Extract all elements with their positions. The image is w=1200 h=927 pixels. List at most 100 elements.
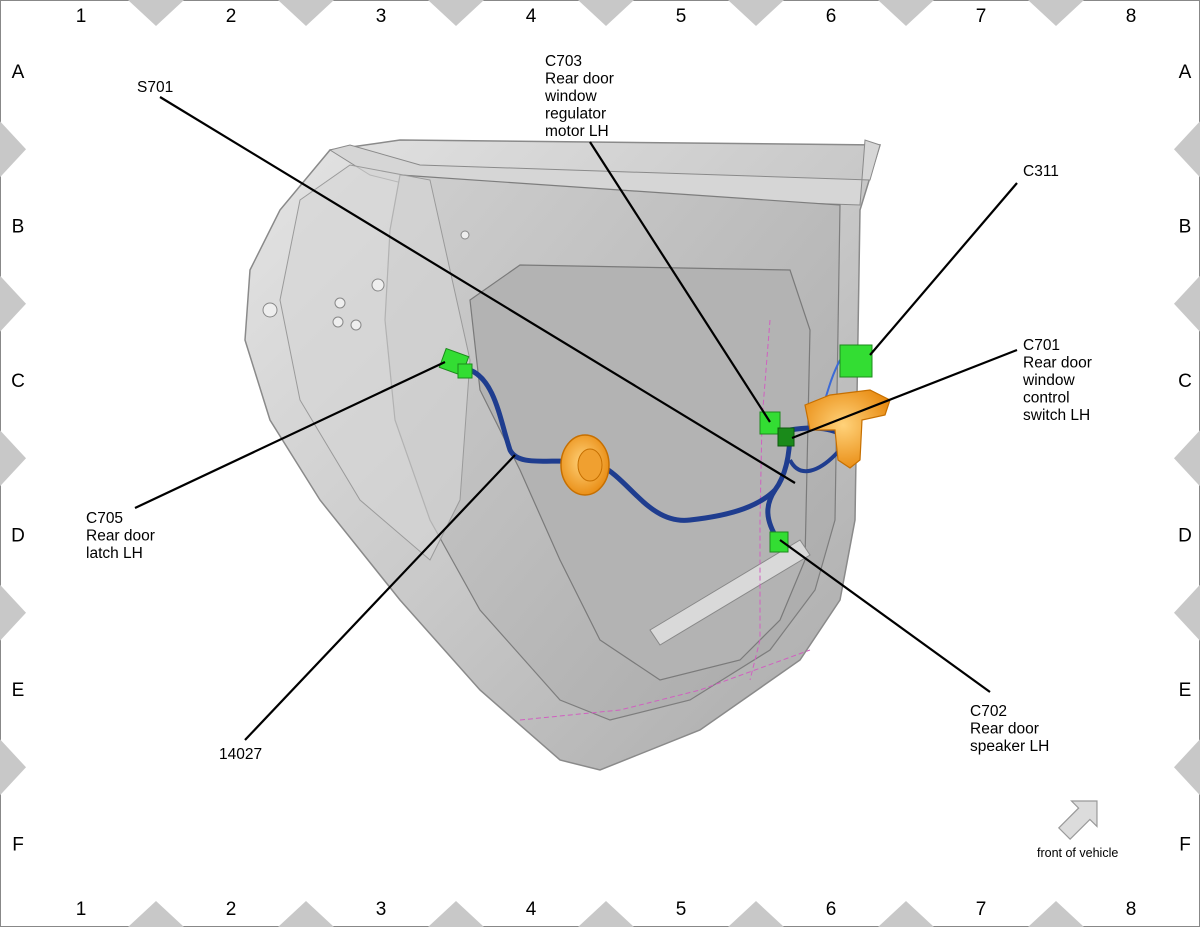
- grid-column-label-top: 4: [526, 6, 537, 27]
- grid-marker-top: [578, 0, 634, 26]
- door-hole: [334, 297, 346, 309]
- grid-column-label-top: 8: [1126, 6, 1137, 27]
- label-c311: C311: [1023, 163, 1059, 180]
- grid-marker-right: [1174, 739, 1200, 796]
- leader-c702: [779, 539, 991, 693]
- grid-row-label-left: E: [12, 680, 25, 701]
- callout-line: regulator: [545, 106, 606, 123]
- grid-row-label-left: F: [12, 835, 24, 856]
- leader-c311: [869, 182, 1018, 356]
- grid-marker-right: [1174, 430, 1200, 487]
- grid-marker-right: [1174, 121, 1200, 178]
- grid-marker-top: [428, 0, 484, 26]
- callout-line: Rear door: [86, 528, 155, 545]
- callout-line: C702: [970, 703, 1007, 720]
- leader-s701: [159, 96, 796, 484]
- leader-c703: [589, 141, 771, 423]
- connectors: [438, 344, 873, 553]
- grid-column-label-bottom: 3: [376, 899, 387, 920]
- callout-line: speaker LH: [970, 738, 1049, 755]
- routing-dash-line: [519, 649, 811, 721]
- grid-row-label-right: D: [1178, 526, 1192, 547]
- grid-column-label-top: 7: [976, 6, 987, 27]
- connector-c311: [839, 344, 873, 378]
- grid-marker-right: [1174, 275, 1200, 332]
- routing-dash-line: [749, 319, 771, 681]
- grid-column-label-top: 6: [826, 6, 837, 27]
- grid-marker-bottom: [278, 901, 334, 927]
- door-hole: [350, 319, 362, 331]
- callout-line: switch LH: [1023, 407, 1090, 424]
- callout-line: S701: [137, 79, 173, 96]
- grid-marker-top: [128, 0, 184, 26]
- grid-marker-left: [0, 430, 26, 487]
- callout-line: window: [544, 88, 597, 105]
- grid-marker-top: [878, 0, 934, 26]
- door-hole: [371, 278, 385, 292]
- grid-marker-bottom: [728, 901, 784, 927]
- grid-column-label-bottom: 7: [976, 899, 987, 920]
- grid-marker-right: [1174, 584, 1200, 641]
- callout-line: Rear door: [545, 71, 614, 88]
- grid-column-label-bottom: 2: [226, 899, 237, 920]
- connector-c702: [769, 531, 789, 553]
- grid-marker-top: [1028, 0, 1084, 26]
- grid-column-label-bottom: 8: [1126, 899, 1137, 920]
- label-s701: S701: [137, 79, 173, 96]
- door-hole: [332, 316, 344, 328]
- grid-column-label-top: 5: [676, 6, 687, 27]
- grid-marker-left: [0, 584, 26, 641]
- grid-row-label-right: F: [1179, 835, 1191, 856]
- grid-column-label-bottom: 5: [676, 899, 687, 920]
- grid-row-label-right: B: [1179, 217, 1192, 238]
- grid-column-label-bottom: 1: [76, 899, 87, 920]
- grid-row-label-right: C: [1178, 371, 1192, 392]
- leader-14027: [244, 454, 516, 741]
- grid-marker-top: [728, 0, 784, 26]
- connector-c703: [759, 411, 781, 435]
- label-14027: 14027: [219, 746, 262, 763]
- grid-marker-left: [0, 121, 26, 178]
- callout-line: Rear door: [970, 721, 1039, 738]
- grid-marker-left: [0, 739, 26, 796]
- leader-c701: [791, 348, 1018, 440]
- callout-line: C703: [545, 53, 582, 70]
- grid-column-label-top: 1: [76, 6, 87, 27]
- connector-c705b: [457, 363, 473, 379]
- speaker-component: [560, 434, 610, 496]
- orientation-indicator: front of vehicle: [1037, 800, 1118, 860]
- grid-column-label-top: 2: [226, 6, 237, 27]
- door-impact-beam: [649, 539, 811, 646]
- arrow-up-right-icon: [1057, 800, 1098, 841]
- callout-line: C311: [1023, 163, 1059, 180]
- grid-marker-bottom: [578, 901, 634, 927]
- callout-line: window: [1022, 372, 1075, 389]
- grid-column-label-top: 3: [376, 6, 387, 27]
- grid-marker-bottom: [878, 901, 934, 927]
- grid-row-label-right: A: [1179, 62, 1192, 83]
- callout-line: C701: [1023, 337, 1060, 354]
- callout-line: latch LH: [86, 545, 143, 562]
- callout-line: control: [1023, 390, 1070, 407]
- grid-marker-left: [0, 275, 26, 332]
- callout-line: 14027: [219, 746, 262, 763]
- grid-row-label-left: C: [11, 371, 25, 392]
- grid-column-label-bottom: 6: [826, 899, 837, 920]
- leader-lines: [134, 96, 1018, 741]
- grid-row-label-left: B: [12, 217, 25, 238]
- grid-row-label-right: E: [1179, 680, 1192, 701]
- callout-line: Rear door: [1023, 355, 1092, 372]
- callout-line: motor LH: [545, 123, 609, 140]
- grid-row-label-left: A: [12, 62, 25, 83]
- leader-c705: [134, 361, 446, 509]
- grid-marker-bottom: [128, 901, 184, 927]
- connector-c701: [777, 427, 795, 447]
